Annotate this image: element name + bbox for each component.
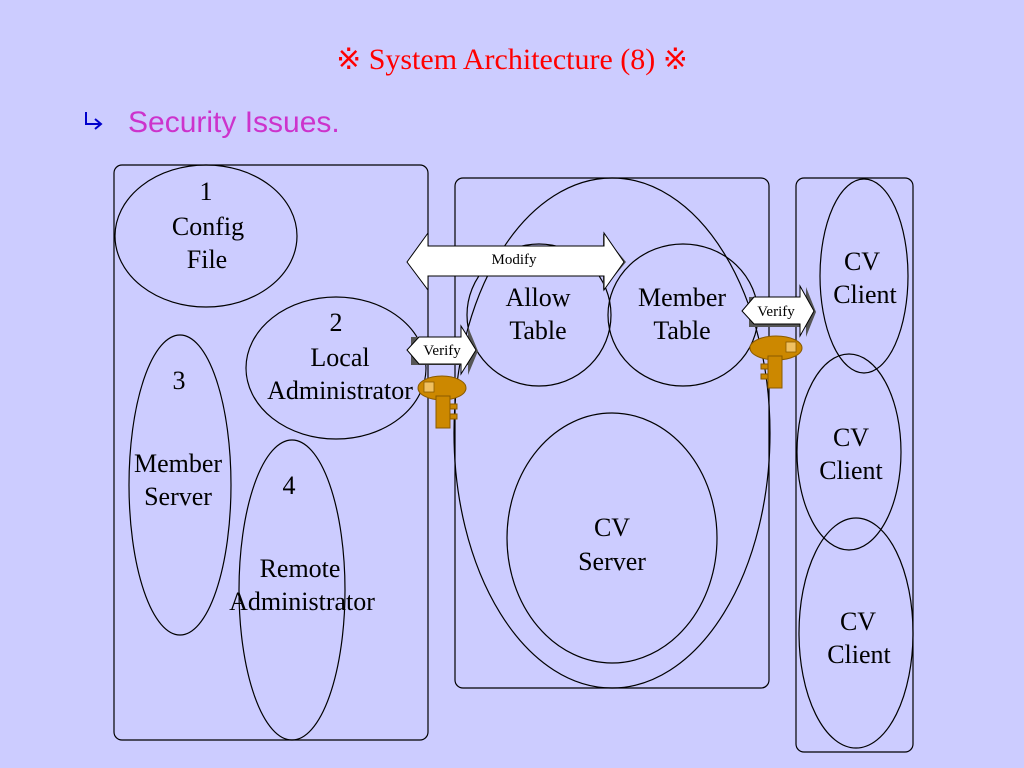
member-table-label-2: Table [653, 316, 710, 345]
server-outer-ellipse [453, 177, 771, 689]
modify-arrow: Modify [406, 231, 626, 292]
key-icon-right [749, 335, 803, 389]
allow-table-ellipse [466, 243, 612, 387]
cv-client-1-ellipse [819, 178, 909, 374]
member-server-number: 3 [173, 366, 186, 395]
remote-admin-number: 4 [283, 471, 296, 500]
local-admin-ellipse [245, 296, 427, 440]
config-file-number: 1 [200, 177, 213, 206]
cv-client-2-ellipse [796, 353, 902, 551]
remote-admin-ellipse [238, 439, 346, 741]
config-file-ellipse [114, 164, 298, 308]
cv-server-label-1: CV [594, 513, 630, 542]
slide-title: ※ System Architecture (8) ※ [336, 43, 688, 76]
cv-client-3-label-2: Client [827, 640, 891, 669]
hook-arrow-icon [85, 112, 103, 130]
local-admin-number: 2 [330, 308, 343, 337]
member-server-label-2: Server [144, 482, 212, 511]
cv-client-3-label-1: CV [840, 607, 876, 636]
remote-admin-label-1: Remote [260, 554, 341, 583]
verify-left-label: Verify [423, 343, 461, 359]
member-table-label-1: Member [638, 283, 726, 312]
allow-table-label-2: Table [509, 316, 566, 345]
verify-right-label: Verify [757, 304, 795, 320]
config-file-label-1: Config [172, 212, 244, 241]
config-file-label-2: File [187, 245, 227, 274]
verify-arrow-left: Verify [406, 324, 478, 376]
key-icon-left [417, 375, 467, 429]
modify-arrow-label: Modify [492, 252, 538, 268]
left-panel [113, 164, 429, 741]
cv-client-2-label-2: Client [819, 456, 883, 485]
member-server-ellipse [128, 334, 232, 636]
member-table-ellipse [607, 243, 759, 387]
local-admin-label-1: Local [310, 343, 369, 372]
cv-client-1-label-2: Client [833, 280, 897, 309]
cv-client-3-ellipse [798, 517, 914, 749]
allow-table-label-1: Allow [506, 283, 571, 312]
remote-admin-label-2: Administrator [229, 587, 375, 616]
cv-client-2-label-1: CV [833, 423, 869, 452]
local-admin-label-2: Administrator [267, 376, 413, 405]
cv-server-ellipse [506, 412, 718, 664]
slide-subtitle: Security Issues. [128, 106, 340, 139]
member-server-label-1: Member [134, 449, 222, 478]
verify-arrow-right: Verify [741, 284, 816, 338]
cv-client-1-label-1: CV [844, 247, 880, 276]
right-panel [795, 177, 914, 753]
cv-server-label-2: Server [578, 547, 646, 576]
